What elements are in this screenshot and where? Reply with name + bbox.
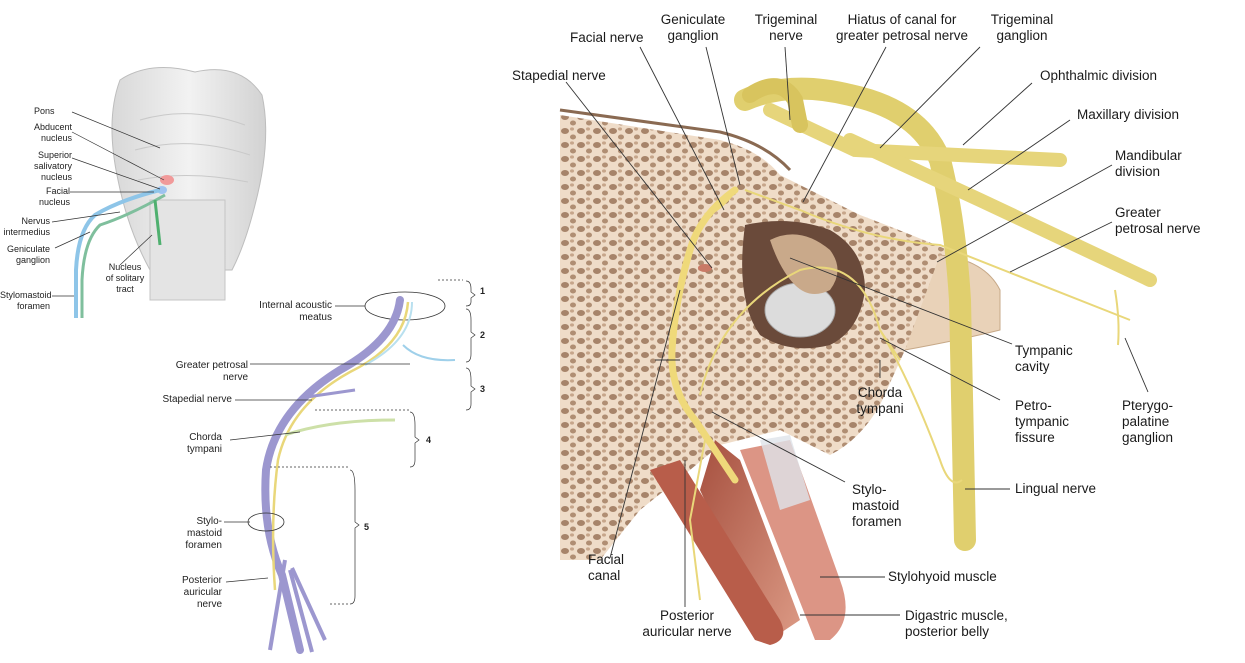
label-pterygopalatine-ganglion: Pterygo- palatine ganglion xyxy=(1122,398,1174,445)
label-greater-petrosal-nerve-b: Greater petrosal nerve xyxy=(175,360,248,383)
label-ophthalmic-division: Ophthalmic division xyxy=(1040,68,1158,83)
label-geniculate-ganglion: Geniculate ganglion xyxy=(6,244,50,265)
label-hiatus-canal: Hiatus of canal for greater petrosal ner… xyxy=(835,12,969,43)
label-posterior-auricular-nerve-c: Posterior auricular nerve xyxy=(642,608,732,639)
label-posterior-auricular-nerve-b: Posterior auricular nerve xyxy=(181,575,222,610)
label-maxillary-division: Maxillary division xyxy=(1077,107,1180,122)
facial-nerve-schematic xyxy=(247,291,456,654)
label-stylomastoid-foramen-c: Stylo- mastoid foramen xyxy=(852,482,902,529)
label-abducent-nucleus: Abducent nucleus xyxy=(33,122,72,143)
segment-2: 2 xyxy=(480,330,485,340)
label-facial-nucleus: Facial nucleus xyxy=(38,186,70,207)
label-trigeminal-ganglion: Trigeminal ganglion xyxy=(990,12,1054,43)
segment-4: 4 xyxy=(426,435,431,445)
label-facial-nerve: Facial nerve xyxy=(570,30,644,45)
label-chorda-tympani-b: Chorda tympani xyxy=(186,432,222,455)
label-trigeminal-nerve: Trigeminal nerve xyxy=(754,12,818,43)
label-stylomastoid-foramen-a: Stylomastoid foramen xyxy=(0,290,52,311)
label-lingual-nerve: Lingual nerve xyxy=(1015,481,1097,496)
label-nervus-intermedius: Nervus intermedius xyxy=(3,216,50,237)
label-petrotympanic-fissure: Petro- tympanic fissure xyxy=(1015,398,1070,445)
label-stapedial-nerve-b: Stapedial nerve xyxy=(162,394,233,405)
segment-1: 1 xyxy=(480,286,485,296)
label-internal-acoustic-meatus: Internal acoustic meatus xyxy=(259,300,332,323)
segment-3: 3 xyxy=(480,384,485,394)
brainstem-illustration xyxy=(74,67,267,318)
label-geniculate-ganglion-c: Geniculate ganglion xyxy=(660,12,726,43)
label-digastric-muscle: Digastric muscle, posterior belly xyxy=(905,608,1008,639)
label-stylomastoid-foramen-b: Stylo- mastoid foramen xyxy=(185,516,222,551)
label-mandibular-division: Mandibular division xyxy=(1115,148,1182,179)
label-stapedial-nerve-c: Stapedial nerve xyxy=(512,68,606,83)
label-facial-canal: Facial canal xyxy=(588,552,625,583)
temporal-bone-section xyxy=(559,77,1157,645)
label-pons: Pons xyxy=(34,106,55,116)
label-greater-petrosal-nerve-c: Greater petrosal nerve xyxy=(1115,205,1201,236)
label-chorda-tympani-c: Chorda tympani xyxy=(856,385,904,416)
segment-5: 5 xyxy=(364,522,369,532)
label-nucleus-solitary-tract: Nucleus of solitary tract xyxy=(105,262,145,294)
label-tympanic-cavity: Tympanic cavity xyxy=(1015,343,1073,374)
label-superior-salivatory-nucleus: Superior salivatory nucleus xyxy=(33,150,72,182)
label-stylohyoid-muscle: Stylohyoid muscle xyxy=(888,569,997,584)
